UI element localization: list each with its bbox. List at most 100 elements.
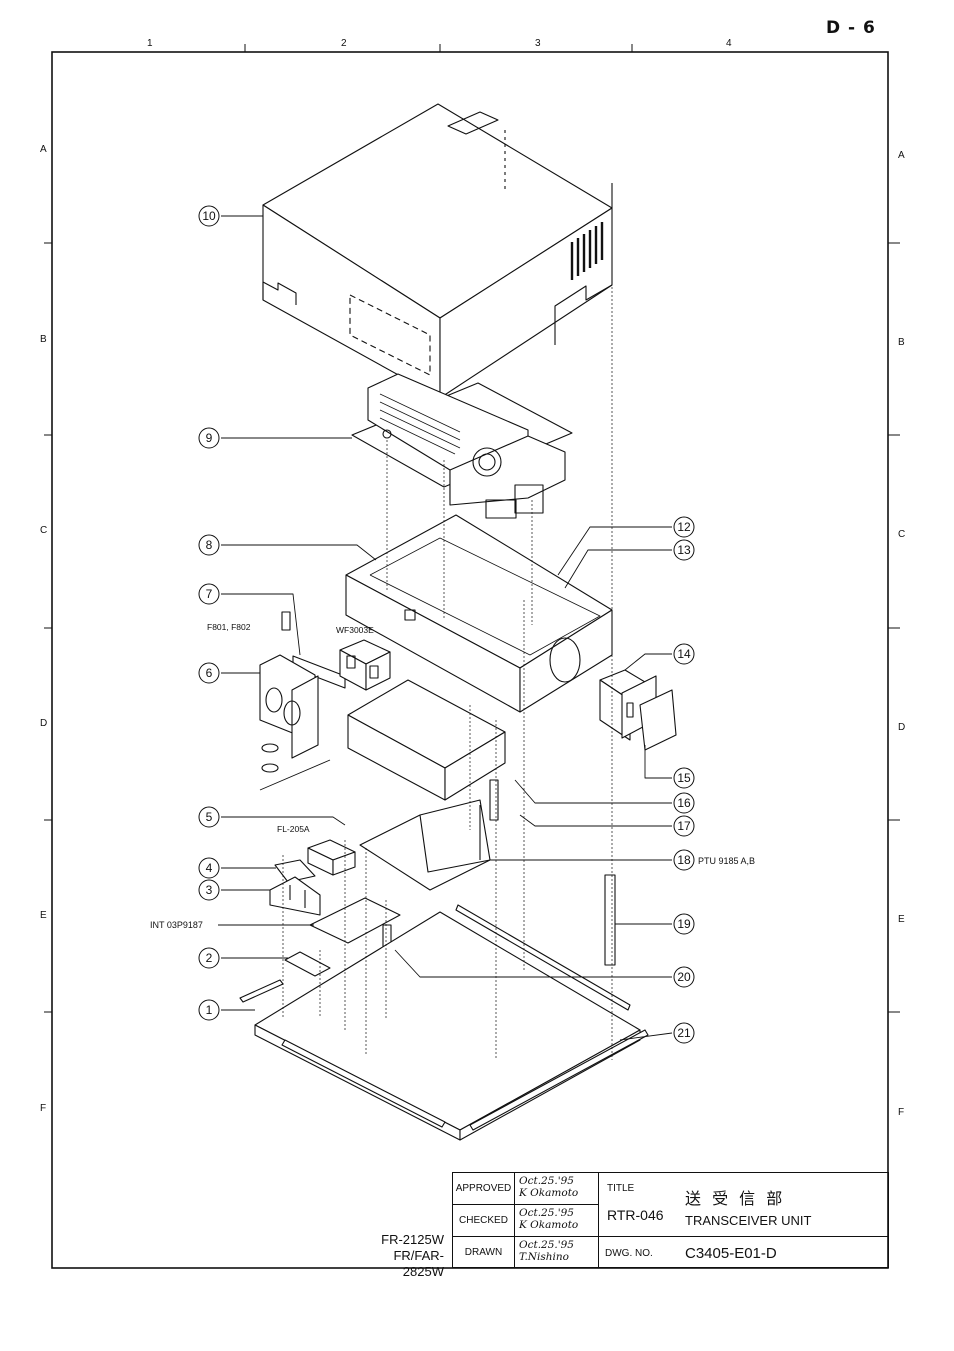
title-block: APPROVED Oct.25.'95 K Okamoto CHECKED Oc… (452, 1172, 889, 1268)
rails (239, 904, 649, 1131)
cable-holder (269, 876, 321, 916)
int-board (309, 897, 401, 944)
callout-12 (673, 516, 695, 538)
callout-num-14: 14 (677, 647, 691, 661)
page-number: D - 6 (826, 18, 876, 38)
callout-num-15: 15 (677, 771, 691, 785)
grid-row-e-right: E (898, 914, 905, 925)
callout-num-4: 4 (206, 861, 213, 875)
label-fuse: F801, F802 (207, 622, 251, 632)
callout-5 (198, 806, 220, 828)
top-cover (262, 103, 613, 399)
transceiver-chassis (351, 373, 573, 519)
approved-date: Oct.25.'95 (519, 1175, 574, 1187)
callouts (198, 205, 695, 1044)
grid-col-3: 3 (535, 38, 541, 49)
grid-row-f-right: F (898, 1107, 904, 1118)
callout-3 (198, 879, 220, 901)
callout-6 (198, 662, 220, 684)
callout-num-12: 12 (677, 520, 691, 534)
title-label: TITLE (607, 1183, 635, 1194)
shield-box (347, 679, 506, 801)
grid-col-2: 2 (341, 38, 347, 49)
callout-num-17: 17 (677, 819, 691, 833)
callout-2 (198, 947, 220, 969)
pcb-plate (359, 799, 491, 891)
line-filter (307, 839, 356, 876)
callout-15 (673, 767, 695, 789)
label-ptu: PTU 9185 A,B (698, 856, 755, 866)
callout-num-5: 5 (206, 810, 213, 824)
spacer-16 (489, 779, 499, 821)
drawn-label: DRAWN (464, 1247, 503, 1258)
grid-row-e-left: E (40, 910, 47, 921)
callout-num-21: 21 (677, 1026, 691, 1040)
grid-row-c-right: C (898, 529, 905, 540)
grid-col-4: 4 (726, 38, 732, 49)
drawing-frame (51, 51, 889, 1269)
callout-num-7: 7 (206, 587, 213, 601)
panel-bracket (259, 654, 319, 773)
callout-19 (673, 913, 695, 935)
callout-num-19: 19 (677, 917, 691, 931)
model-2: FR/FAR-2825W (393, 1248, 444, 1279)
callout-4 (198, 857, 220, 879)
grid-ticks (44, 44, 900, 1013)
model-code: RTR-046 (607, 1207, 664, 1223)
callout-9 (198, 427, 220, 449)
grid-row-b-right: B (898, 337, 905, 348)
callout-num-10: 10 (202, 209, 216, 223)
callout-num-8: 8 (206, 538, 213, 552)
label-int-board: INT 03P9187 (150, 920, 203, 930)
callout-num-3: 3 (206, 883, 213, 897)
checked-label: CHECKED (459, 1215, 508, 1226)
wf-connector-block (339, 639, 391, 691)
callout-1 (198, 999, 220, 1021)
checked-name: K Okamoto (519, 1219, 579, 1231)
model-1: FR-2125W (381, 1232, 444, 1247)
dwg-no: C3405-E01-D (685, 1245, 777, 1262)
grid-row-a-left: A (40, 144, 47, 155)
waveguide-assembly (599, 669, 677, 751)
grid-row-a-right: A (898, 150, 905, 161)
callout-20 (673, 966, 695, 988)
drawn-date: Oct.25.'95 (519, 1239, 574, 1251)
grid-row-f-left: F (40, 1103, 46, 1114)
callout-num-16: 16 (677, 796, 691, 810)
callout-num-18: 18 (677, 853, 691, 867)
callout-num-6: 6 (206, 666, 213, 680)
callout-num-1: 1 (206, 1003, 213, 1017)
callout-21 (673, 1022, 695, 1044)
checked-date: Oct.25.'95 (519, 1207, 574, 1219)
title-japanese: 送 受 信 部 (685, 1189, 786, 1208)
cable-clamp (274, 859, 316, 883)
callout-17 (673, 815, 695, 837)
callout-7 (198, 583, 220, 605)
callout-18 (673, 849, 695, 871)
grid-row-d-left: D (40, 718, 47, 729)
title-english: TRANSCEIVER UNIT (685, 1213, 812, 1228)
callout-num-13: 13 (677, 543, 691, 557)
approved-label: APPROVED (455, 1183, 512, 1194)
grid-row-d-right: D (898, 722, 905, 733)
drawn-name: T.Nishino (519, 1251, 569, 1263)
main-frame (345, 514, 613, 713)
grid-col-1: 1 (147, 38, 153, 49)
grid-row-c-left: C (40, 525, 47, 536)
callout-num-9: 9 (206, 431, 213, 445)
dwg-no-label: DWG. NO. (605, 1248, 653, 1259)
long-spacer (604, 874, 616, 966)
callout-num-20: 20 (677, 970, 691, 984)
callout-13 (673, 539, 695, 561)
label-wf: WF3003E (336, 625, 374, 635)
callout-10 (198, 205, 220, 227)
callout-8 (198, 534, 220, 556)
callout-16 (673, 792, 695, 814)
base-plate (254, 911, 641, 1141)
callout-14 (673, 643, 695, 665)
label-filter: FL-205A (277, 824, 310, 834)
grid-row-b-left: B (40, 334, 47, 345)
callout-num-2: 2 (206, 951, 213, 965)
approved-name: K Okamoto (519, 1187, 579, 1199)
